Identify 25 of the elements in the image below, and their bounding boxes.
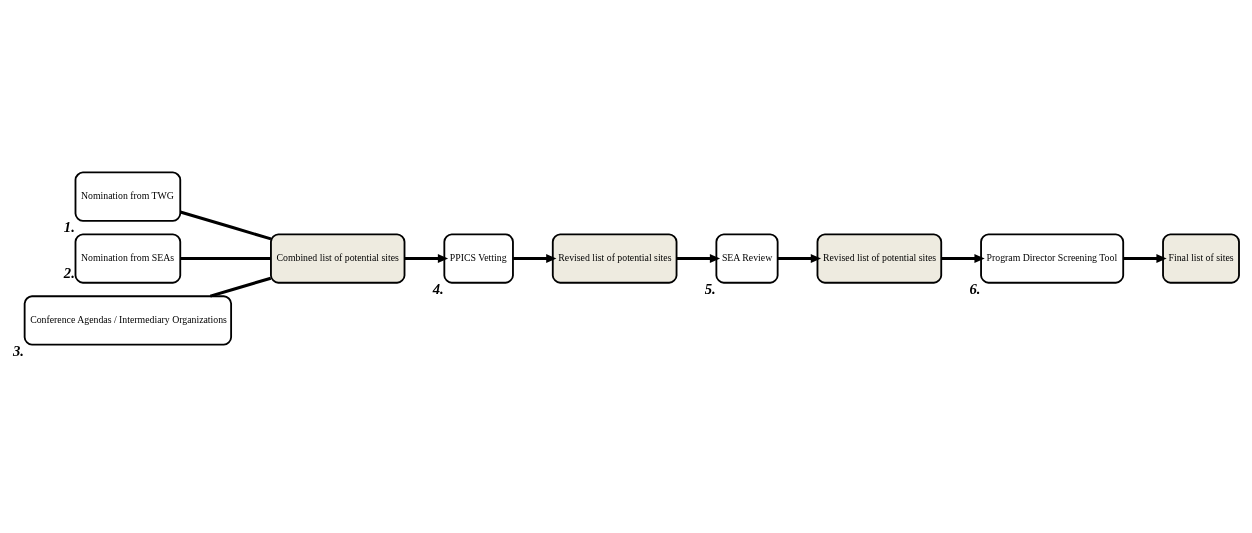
node-box: Conference Agendas / Intermediary Organizations xyxy=(23,295,233,346)
node-label: 4. xyxy=(432,280,444,297)
arrow xyxy=(513,254,557,264)
node-box: Nomination from SEAs xyxy=(74,233,182,284)
node-label: 6. xyxy=(969,280,981,297)
node-box: Revised list of potential sites xyxy=(816,233,943,284)
connector xyxy=(209,276,272,298)
node-label: 3. xyxy=(13,342,25,359)
node-label: 1. xyxy=(63,219,75,236)
connector xyxy=(179,210,272,241)
arrow xyxy=(404,254,449,264)
node-box: Nomination from TWG xyxy=(74,171,182,222)
node-box: PPICS Vetting xyxy=(443,233,514,284)
node-box: SEA Review xyxy=(715,233,779,284)
arrow xyxy=(941,254,985,264)
node-box: Final list of sites xyxy=(1162,233,1240,284)
node-label: 2. xyxy=(63,264,75,281)
connector xyxy=(180,257,271,261)
node-label: 5. xyxy=(704,280,716,297)
arrow xyxy=(676,254,721,264)
node-box: Program Director Screening Tool xyxy=(980,233,1125,284)
node-box: Revised list of potential sites xyxy=(551,233,678,284)
node-box: Combined list of potential sites xyxy=(270,233,406,284)
arrow xyxy=(1123,254,1167,264)
arrow xyxy=(777,254,822,264)
